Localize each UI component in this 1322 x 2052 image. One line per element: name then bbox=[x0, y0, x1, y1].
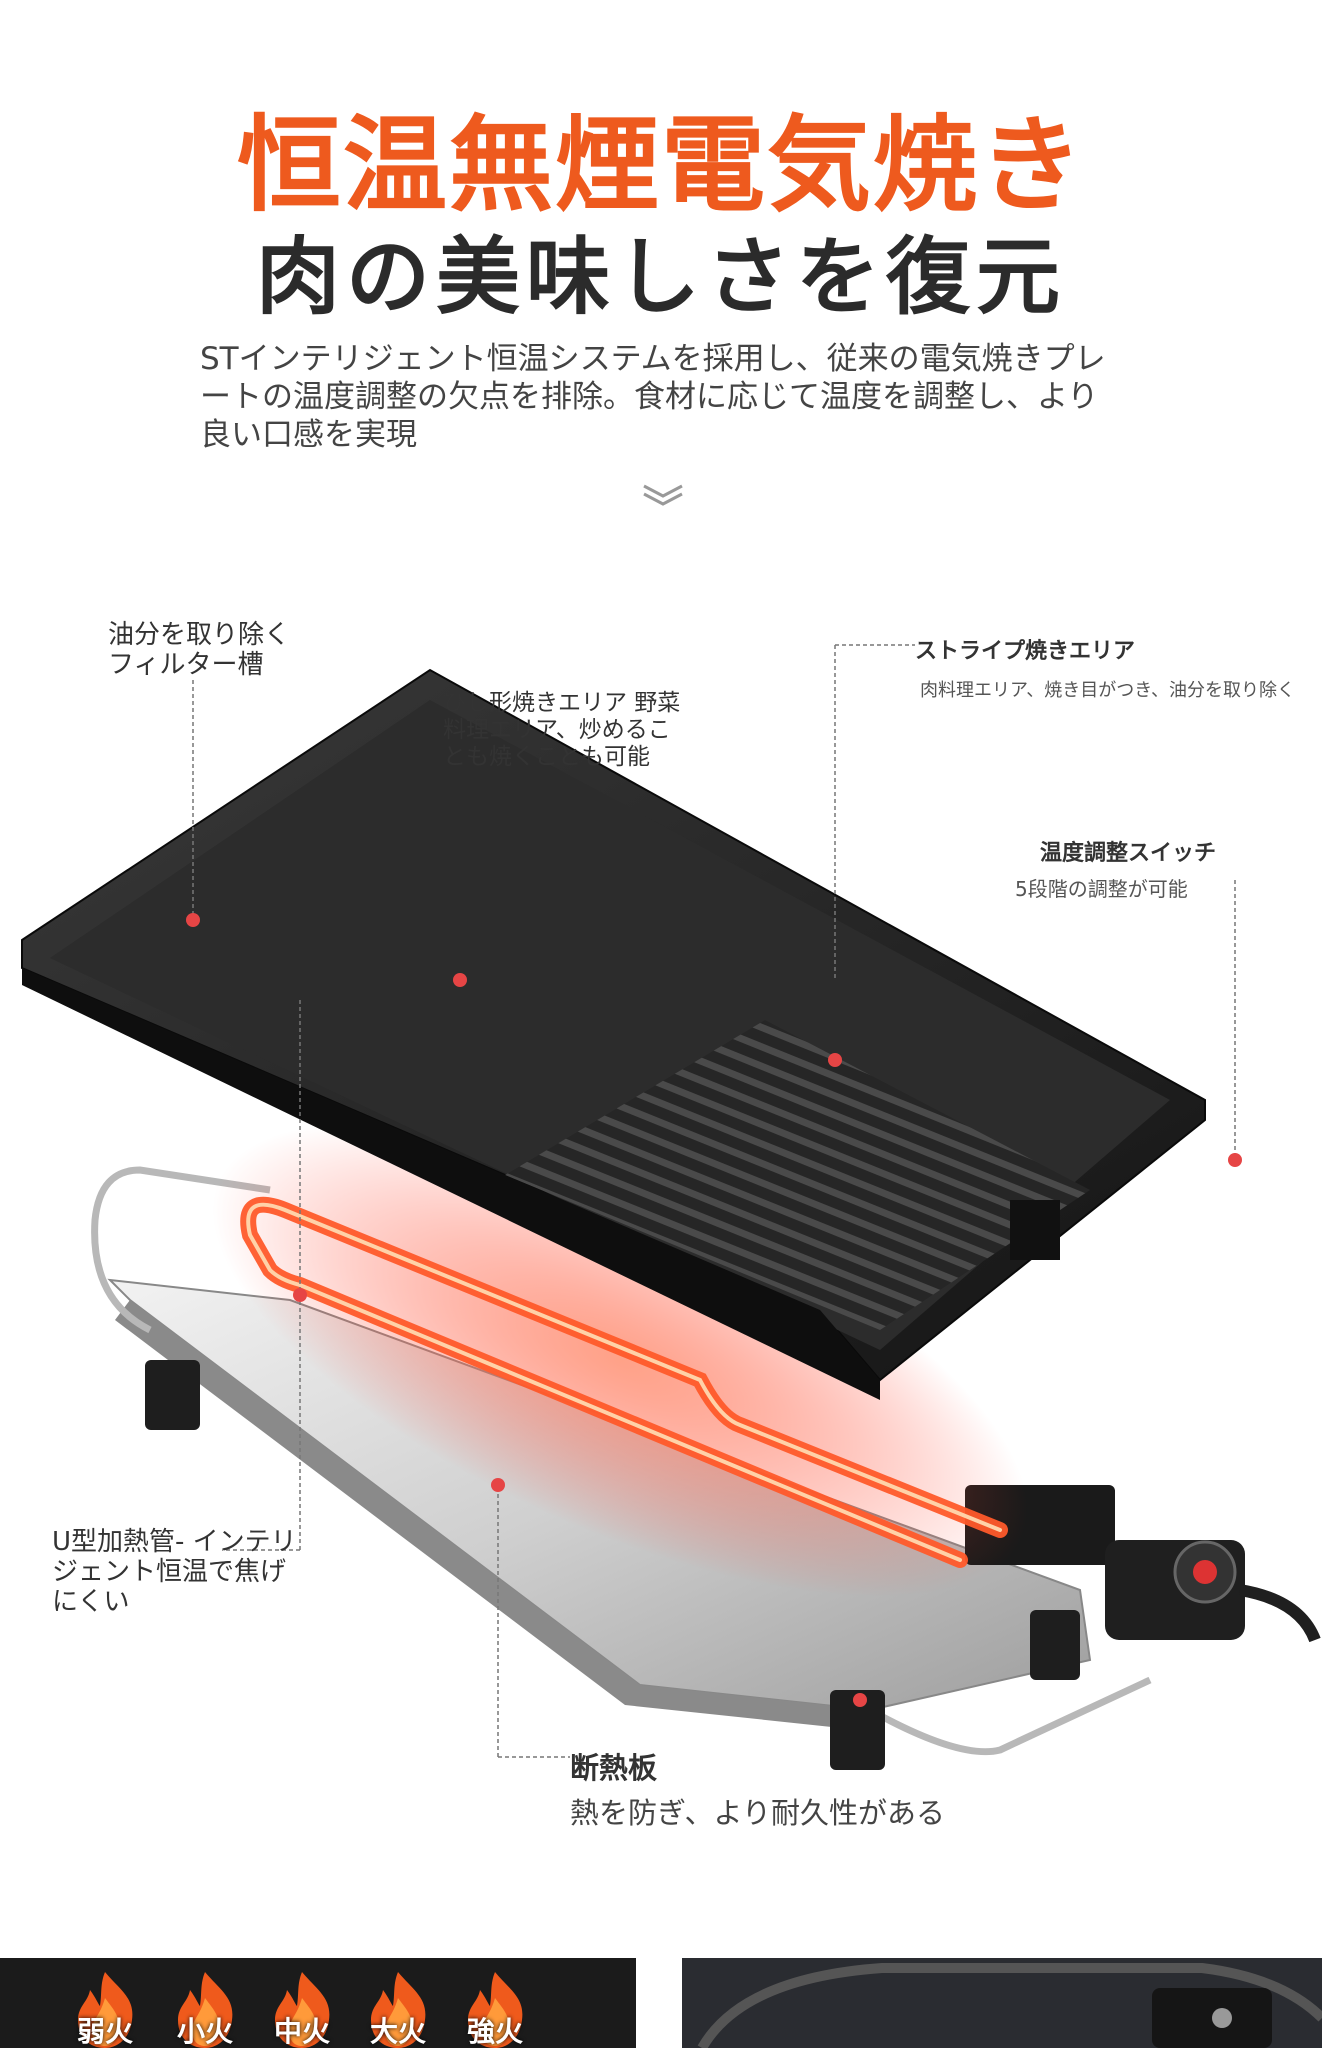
heat-level-label: 中火 bbox=[273, 2015, 330, 2048]
callout-switch-title: 温度調整スイッチ bbox=[1040, 841, 1217, 866]
callout-diamond-area: ひし形焼きエリア 野菜料理エリア、炒めることも焼くことも可能 bbox=[443, 690, 681, 770]
heat-level-panel: 弱火 小火 中火 大火 強火 bbox=[0, 1958, 636, 2048]
grill-plate bbox=[21, 668, 1206, 1400]
callout-insulation-desc: 熱を防ぎ、より耐久性がある bbox=[570, 1796, 945, 1830]
flame-icon bbox=[178, 1972, 233, 2048]
heat-level-label: 強火 bbox=[466, 2015, 523, 2048]
flame-icon bbox=[371, 1972, 426, 2048]
callout-stripe-desc: 肉料理エリア、焼き目がつき、油分を取り除く bbox=[920, 680, 1295, 701]
product-photo bbox=[682, 1958, 1322, 2051]
flame-icon bbox=[275, 1972, 330, 2048]
description: STインテリジェント恒温システムを採用し、従来の電気焼きプレートの温度調整の欠点… bbox=[200, 341, 1106, 453]
heat-level-label: 小火 bbox=[176, 2015, 233, 2048]
flame-icon bbox=[78, 1972, 133, 2048]
subtitle: 肉の美味しさを復元 bbox=[255, 228, 1066, 326]
callout-switch-desc: 5段階の調整が可能 bbox=[1015, 877, 1188, 901]
flame-icon bbox=[468, 1972, 523, 2048]
main-title: 恒温無煙電気焼き bbox=[236, 104, 1085, 226]
heat-level-label: 弱火 bbox=[76, 2015, 133, 2048]
product-illustration bbox=[21, 644, 1321, 1770]
chevron-down-icon bbox=[643, 484, 683, 506]
callout-filter: 油分を取り除くフィルター槽 bbox=[108, 620, 291, 680]
callout-heater: U型加熱管- インテリジェント恒温で焦げにくい bbox=[52, 1527, 297, 1617]
callout-insulation-title: 断熱板 bbox=[570, 1751, 658, 1785]
product-photo-panel bbox=[682, 1958, 1322, 2051]
heat-level-label: 大火 bbox=[369, 2015, 426, 2048]
callout-stripe-title: ストライプ焼きエリア bbox=[915, 639, 1136, 664]
